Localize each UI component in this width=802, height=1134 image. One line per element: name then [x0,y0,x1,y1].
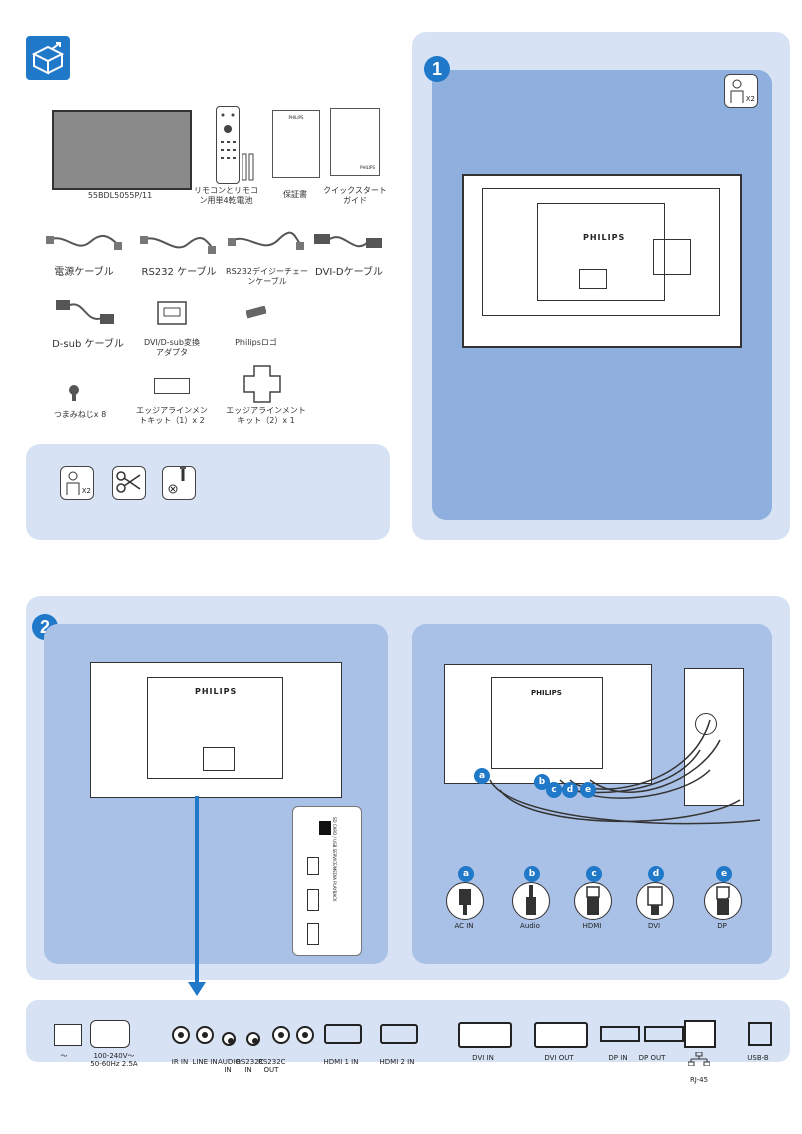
dvi-out-label: DVI OUT [544,1054,574,1062]
tools-persons-count: X2 [81,487,91,495]
thumb-screw-label: つまみねじx 8 [53,410,107,419]
ac-tilde-label: ～ [60,1052,68,1060]
box-icon [26,36,70,80]
hdmi-plug-icon [574,882,612,920]
audio-in-jack [222,1032,236,1046]
dvi-dsub-adapter-icon [157,301,187,325]
usb-b-port [748,1022,772,1046]
edge-kit2-icon [243,365,281,403]
batteries-image [241,152,254,182]
conn-label-dvi: DVI [647,922,661,930]
rj45-label: RJ-45 [689,1076,709,1084]
network-icon [688,1052,710,1066]
dp-out-port [644,1026,684,1042]
quick-start-guide: PHILIPS [330,108,380,176]
extra-jack [296,1026,314,1044]
dp-in-port [600,1026,640,1042]
line-in-jack [196,1026,214,1044]
edge-kit1-icon [154,378,190,394]
dvi-in-port [458,1022,512,1048]
dvi-plug-icon [636,882,674,920]
persons-icon: X2 [60,466,94,500]
rs232-out-jack [272,1026,290,1044]
rs232-daisy-label: RS232デイジーチェーンケーブル [226,267,308,286]
dp-out-label: DP OUT [638,1054,666,1062]
pc-tower [684,668,744,806]
ir-in-jack [172,1026,190,1044]
rs232-cable-label: RS232 ケーブル [141,267,217,278]
dsub-cable-icon [56,300,114,324]
cables-drawing [489,719,761,825]
remote-image [216,106,240,184]
monitor-back-right: PHILIPS [444,664,652,784]
ac-in-plug-icon [446,882,484,920]
cable-marker-a: a [474,768,490,784]
power-cable-label: 電源ケーブル [54,267,114,278]
pointer-arrow-head [188,982,206,996]
philips-logo-icon [246,306,266,319]
power-cable-icon [46,234,122,250]
hdmi1-label: HDMI 1 IN [323,1058,359,1066]
rs232-in-label: RS232C IN [236,1058,264,1074]
monitor-model-label: 55BDL5055P/11 [87,191,153,200]
dsub-cable-label: D-sub ケーブル [52,339,124,350]
dvi-dsub-adapter-label: DVI/D-sub変換アダプタ [144,338,200,357]
edge-kit2-label: エッジアラインメントキット（2）x 1 [226,406,306,425]
rj45-port [684,1020,716,1048]
line-in-label: LINE IN [192,1058,218,1066]
pointer-arrow-line [195,796,199,986]
dvi-out-port [534,1022,588,1048]
hdmi2-port [380,1024,418,1044]
conn-label-audio: Audio [520,922,540,930]
usb-b-label: USB-B [747,1054,769,1062]
conn-label-dp: DP [717,922,727,930]
hdmi1-port [324,1024,362,1044]
dvid-cable-icon [314,234,382,248]
step1-persons-icon: X2 [724,74,758,108]
ac-inlet-icon [90,1020,130,1048]
conn-circle-d: d [648,866,664,882]
hdmi2-label: HDMI 2 IN [379,1058,415,1066]
dp-plug-icon [704,882,742,920]
dvi-in-label: DVI IN [472,1054,494,1062]
monitor-image [52,110,192,190]
scissors-icon [112,466,146,500]
conn-label-ac-in: AC IN [454,922,474,930]
cable-marker-e: e [580,782,596,798]
conn-circle-c: c [586,866,602,882]
warranty-label: 保証書 [283,190,307,199]
dvid-cable-label: DVI-Dケーブル [314,267,384,278]
thumb-screw-icon [69,385,79,401]
power-switch-icon [54,1024,82,1046]
rs232-out-label: RS232C OUT [258,1058,286,1074]
side-panel-text: SD CARD / USB SERVICE/MEDIA PLAYBACK [332,817,337,902]
rs232-daisy-icon [228,231,304,250]
monitor-back-left: PHILIPS [90,662,342,798]
rs232-cable-icon [140,236,216,254]
step1-persons-count: X2 [745,95,755,103]
monitor-back-step1: PHILIPS [482,188,720,316]
screwdriver-icon [162,459,196,500]
warranty-book: PHILIPS [272,110,320,178]
cable-marker-c: c [546,782,562,798]
edge-kit1-label: エッジアラインメントキット（1）x 2 [136,406,208,425]
remote-label: リモコンとリモコン用単4乾電池 [194,186,258,205]
conn-circle-a: a [458,866,474,882]
conn-circle-b: b [524,866,540,882]
side-connector-panel: SD CARD / USB SERVICE/MEDIA PLAYBACK [292,806,362,956]
conn-circle-e: e [716,866,732,882]
port-strip [26,1000,790,1062]
philips-logo-label: Philipsロゴ [235,338,277,347]
cable-marker-d: d [562,782,578,798]
conn-label-hdmi: HDMI [582,922,602,930]
ir-in-label: IR IN [171,1058,189,1066]
power-spec-label: 100-240V～ 50-60Hz 2.5A [90,1052,138,1068]
step1-badge: 1 [424,56,450,82]
audio-plug-icon [512,882,550,920]
quick-start-label: クイックスタートガイド [323,186,387,205]
rs232-in-jack [246,1032,260,1046]
dp-in-label: DP IN [608,1054,628,1062]
audio-in-label: AUDIO IN [218,1058,241,1074]
